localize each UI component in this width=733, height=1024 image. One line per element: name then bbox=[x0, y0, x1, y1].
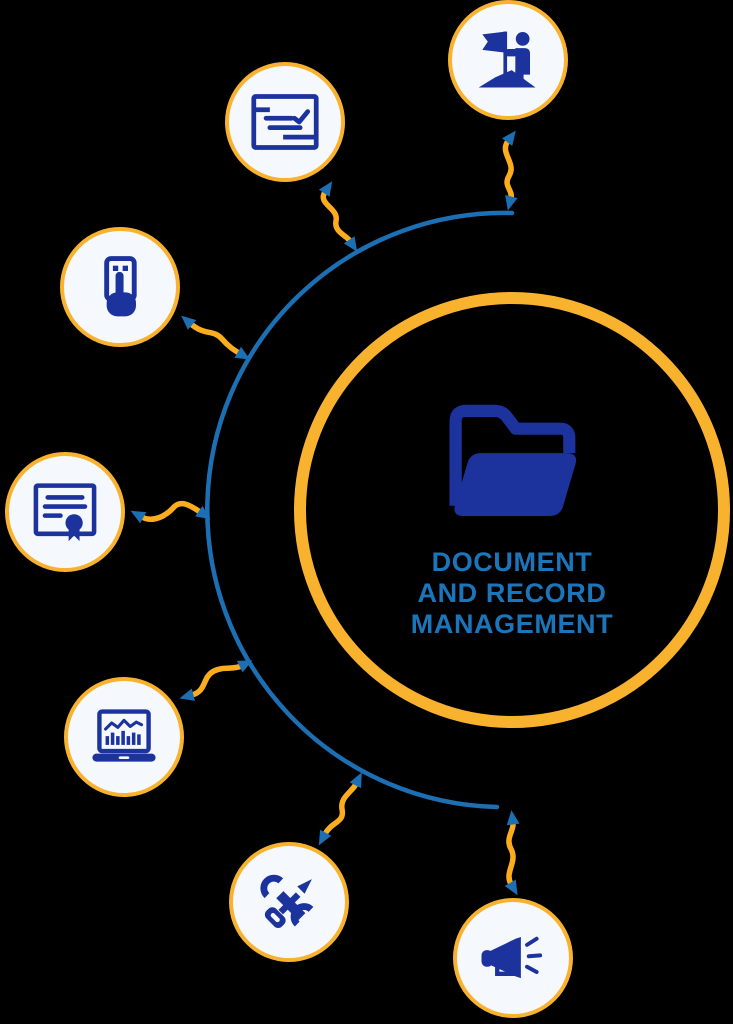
satellite-analytics bbox=[64, 677, 184, 797]
connector-megaphone bbox=[504, 810, 520, 896]
open-folder-icon bbox=[449, 404, 577, 516]
satellite-goal bbox=[448, 0, 568, 120]
satellite-checklist bbox=[225, 62, 345, 182]
connector-certificate bbox=[130, 500, 211, 524]
megaphone-icon bbox=[481, 936, 543, 979]
laptop-analytics-icon bbox=[92, 709, 156, 762]
connector-tools bbox=[318, 772, 362, 846]
touch-screen-hand-icon bbox=[104, 256, 137, 317]
center-title-line1: DOCUMENT bbox=[431, 546, 593, 577]
connector-goal bbox=[502, 130, 518, 211]
certificate-icon bbox=[33, 483, 97, 542]
connector-touch bbox=[181, 315, 251, 360]
satellite-tools bbox=[229, 842, 349, 962]
center-title-line3: MANAGEMENT bbox=[410, 608, 614, 639]
connector-analytics bbox=[179, 660, 253, 701]
satellite-certificate bbox=[5, 452, 125, 572]
center-title: DOCUMENT AND RECORD MANAGEMENT bbox=[411, 547, 614, 640]
checklist-form-icon bbox=[251, 94, 319, 150]
center-title-line2: AND RECORD bbox=[417, 577, 607, 608]
center-circle: DOCUMENT AND RECORD MANAGEMENT bbox=[294, 292, 730, 728]
connector-checklist bbox=[318, 181, 358, 252]
crossed-wrench-screwdriver-icon bbox=[260, 874, 314, 928]
goal-flag-climber-icon bbox=[478, 31, 536, 88]
satellite-megaphone bbox=[453, 898, 573, 1018]
satellite-touch bbox=[60, 227, 180, 347]
